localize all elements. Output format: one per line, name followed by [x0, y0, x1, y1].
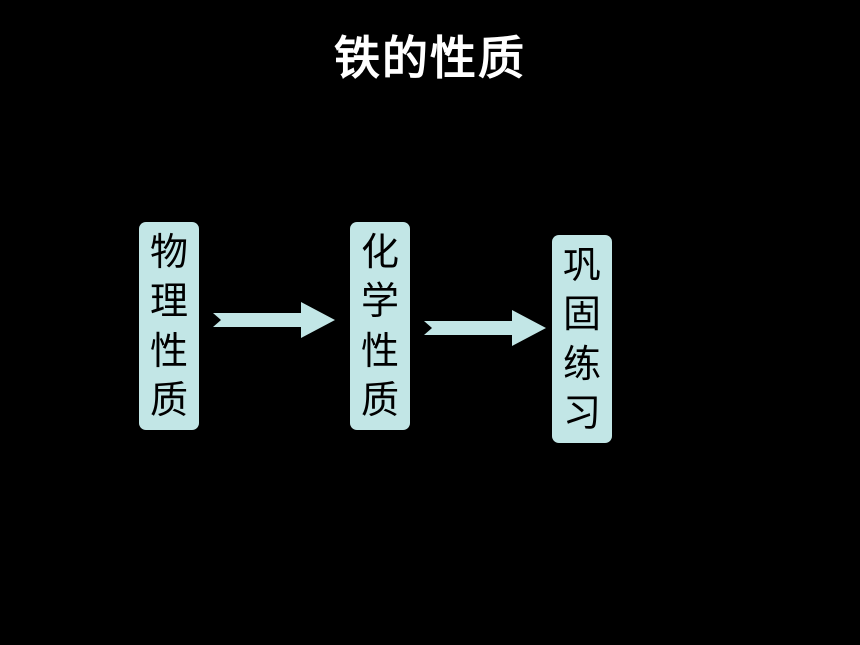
slide-title: 铁的性质: [334, 31, 526, 85]
box-char: 学: [360, 279, 399, 324]
physical-properties-box[interactable]: 物 理 性 质: [139, 222, 199, 430]
box-char: 练: [562, 341, 601, 386]
box-char: 性: [360, 328, 399, 373]
chemical-properties-box[interactable]: 化 学 性 质: [350, 222, 410, 430]
box-char: 习: [562, 390, 601, 435]
box-char: 质: [149, 377, 188, 422]
flow-arrow-1: [213, 302, 335, 338]
box-char: 巩: [562, 243, 601, 288]
box-char: 化: [360, 230, 399, 275]
box-char: 理: [149, 279, 188, 324]
box-char: 质: [360, 377, 399, 422]
box-char: 性: [149, 328, 188, 373]
flow-arrow-2: [424, 310, 546, 346]
box-char: 物: [149, 230, 188, 275]
box-char: 固: [562, 292, 601, 337]
practice-exercises-box[interactable]: 巩 固 练 习: [552, 235, 612, 443]
